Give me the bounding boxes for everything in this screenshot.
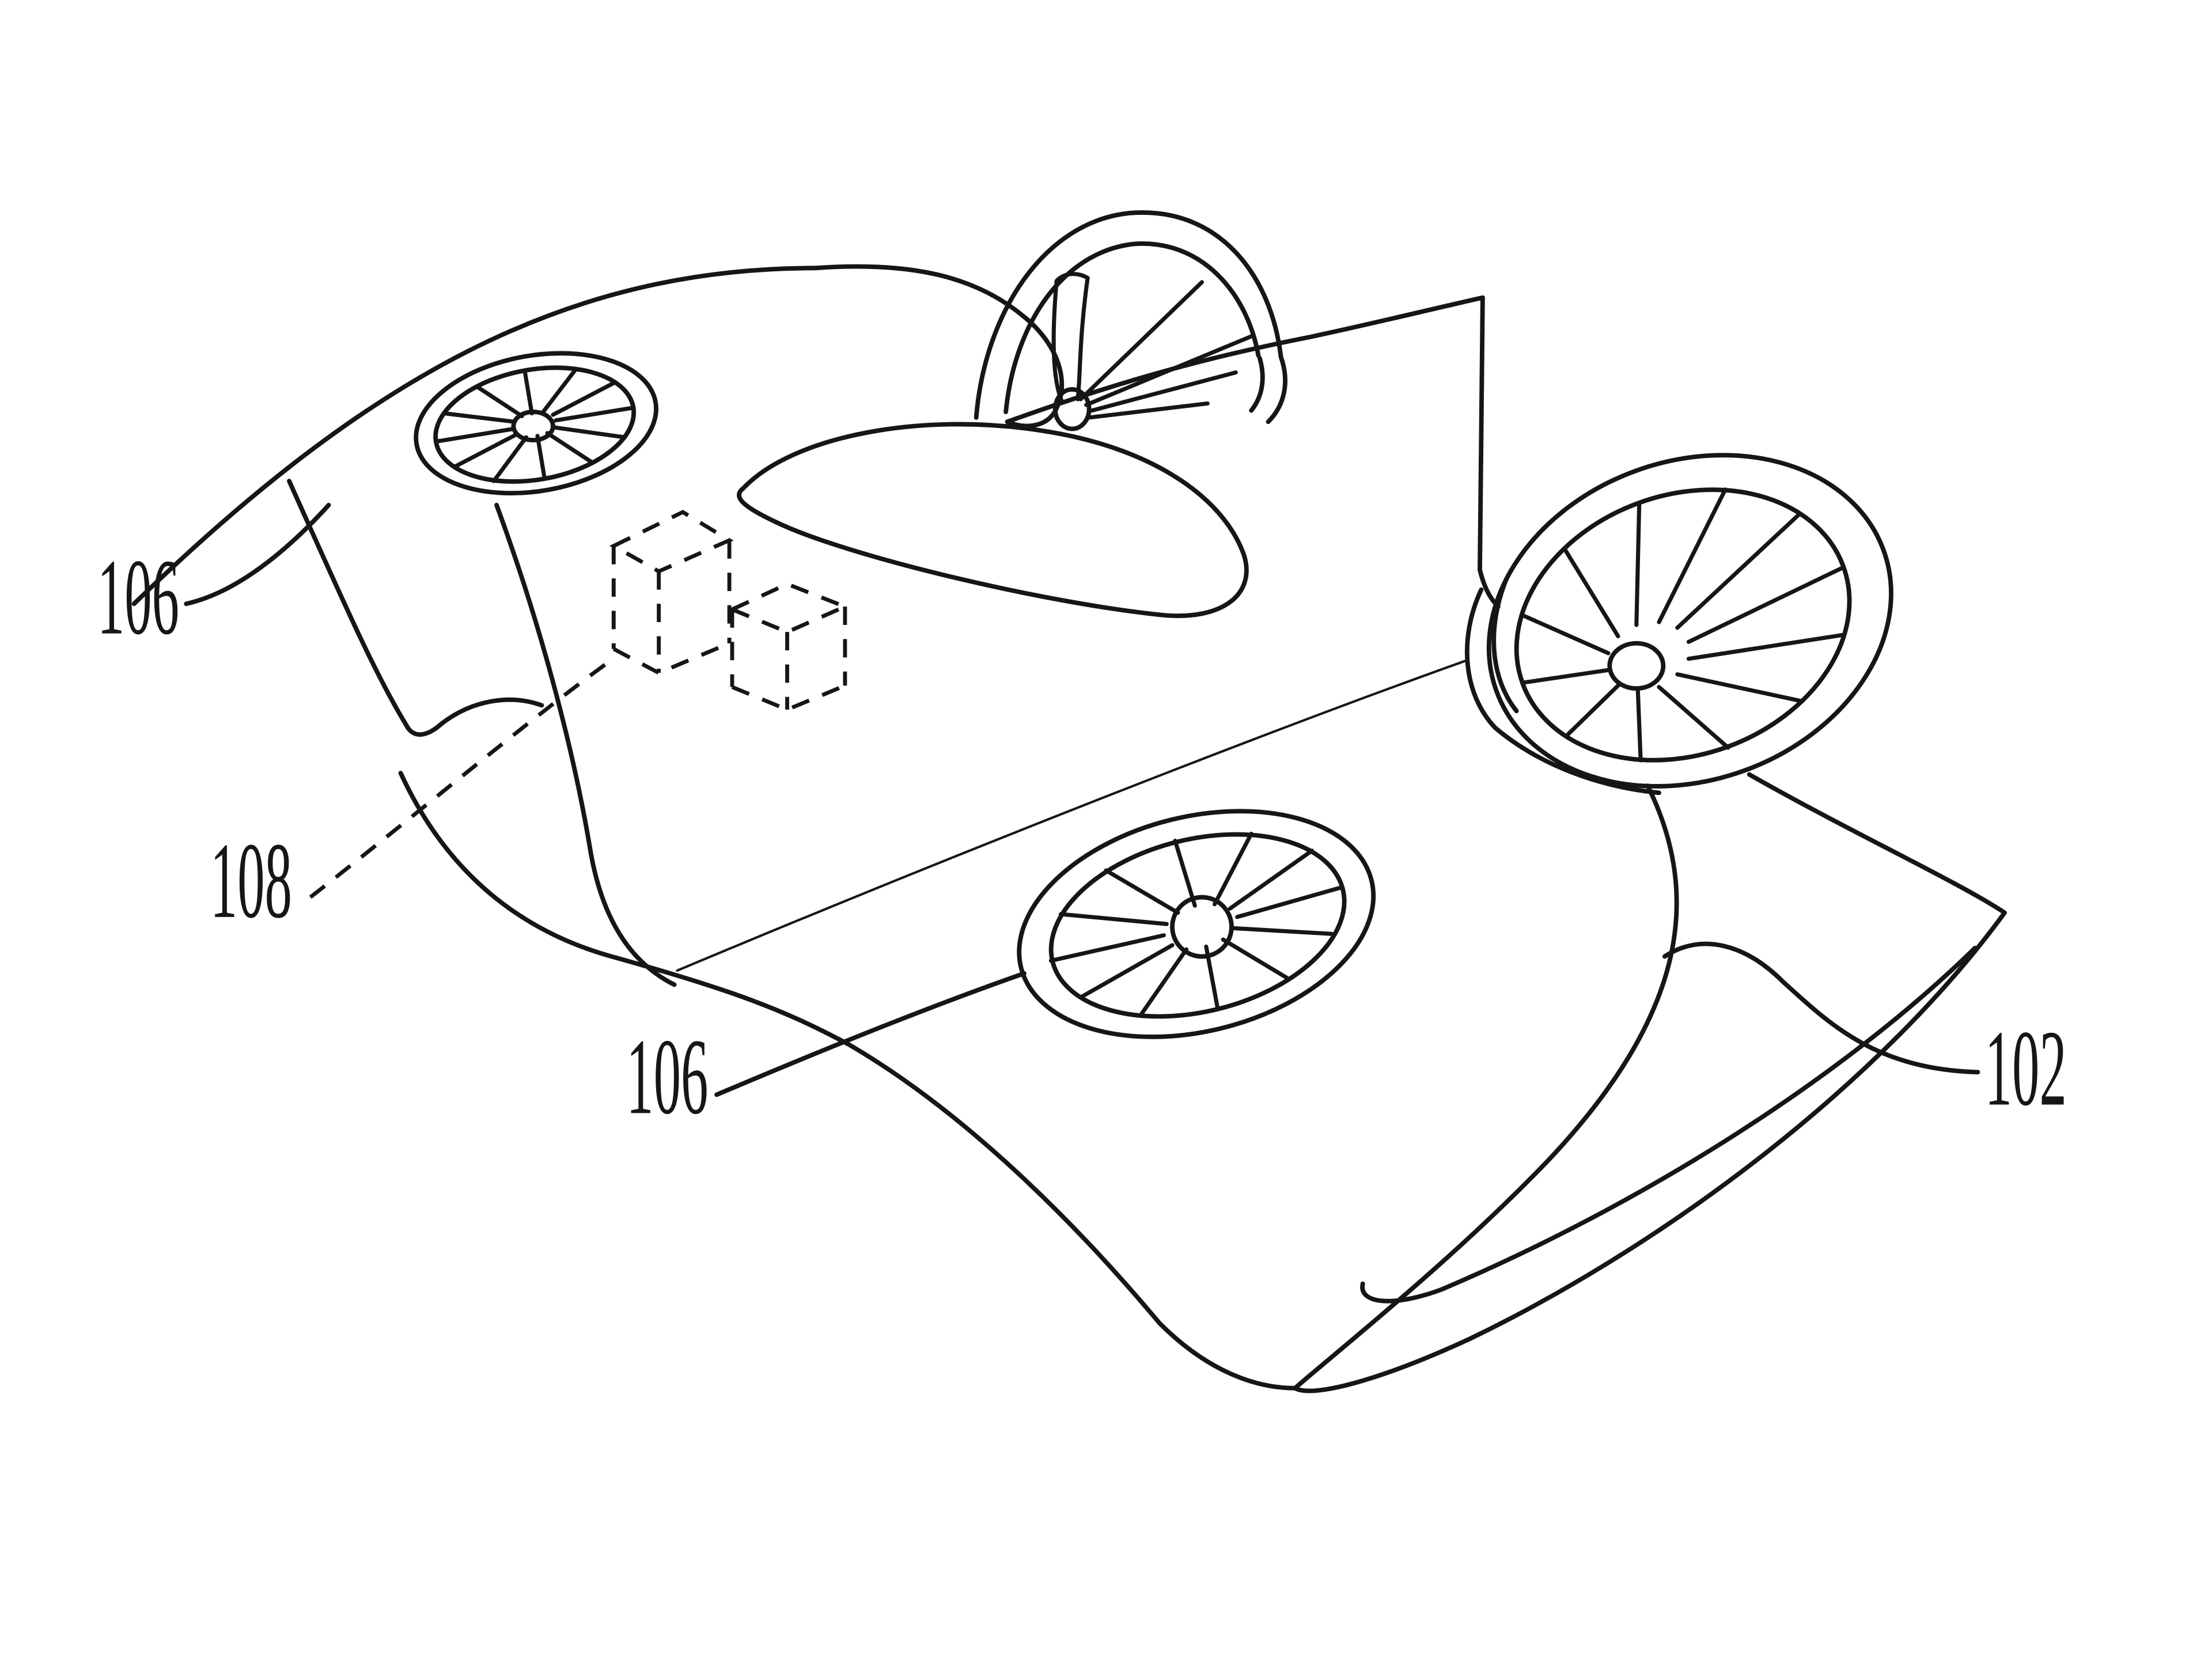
fan-right [1464,453,1893,796]
fan-bottom-duct-inner [1048,832,1347,1019]
fan-top-left [414,351,658,496]
cargo-boxes [609,510,850,712]
label-108: 108 [210,820,292,941]
leader-102 [1662,941,1980,1075]
fan-right-duct-wall-outer [1464,587,1498,730]
leader-lines [184,502,1980,1097]
fan-top-left-blades [434,368,636,483]
fan-top-left-hub [511,410,555,442]
hull-upper-chine [1293,783,1679,1391]
cargo-box-2 [727,582,850,712]
fan-bottom-blades [1048,831,1344,1017]
fan-bottom [1017,809,1376,1039]
fan-right-duct-lip [1493,725,1661,796]
leader-108 [309,656,616,899]
fan-bottom-hub [1170,895,1234,959]
body-crease-line [676,659,1469,972]
leader-106-top-left [184,502,331,607]
fan-top-center-hub [1052,387,1092,431]
fuselage-nose-hump [813,264,1065,429]
label-106-bottom: 106 [626,1016,708,1137]
fan-top-center-duct-rim-right [1249,354,1287,425]
left-wing-leading-edge [131,266,818,607]
deck-and-fin-leading-edge [1005,295,1485,425]
fan-right-blades [1520,487,1846,763]
airframe [131,264,1501,1391]
tail-fin-trailing-edge [1478,295,1501,609]
fan-right-hub [1607,641,1666,691]
fan-top-center-duct-inner [1003,241,1261,415]
leader-106-bottom [714,971,1027,1097]
label-106-top-left: 106 [97,537,179,657]
hull-top-edge [1747,772,2007,915]
hull-inner-curve [1360,945,1978,1304]
reference-numerals: 106 108 106 102 [97,537,2067,1137]
hull-bottom-edge [1293,910,2007,1393]
fan-top-center [974,210,1287,431]
fan-bottom-duct-outer [1017,809,1376,1039]
fan-top-left-duct-inner [433,365,637,484]
fan-top-left-duct-outer [414,351,658,496]
fan-top-center-duct-outer [974,210,1283,420]
left-wing-tip-edge [287,479,544,737]
cargo-box-1 [609,510,734,675]
lower-left-body-edge [398,771,1298,1391]
hull-body [1293,772,2007,1393]
left-wing-trailing-curve [494,502,677,987]
label-102: 102 [1985,1008,2067,1128]
fan-right-duct-outer [1486,453,1893,789]
fan-right-duct-wall-inner [1491,576,1519,714]
canopy-outline [737,422,1249,618]
